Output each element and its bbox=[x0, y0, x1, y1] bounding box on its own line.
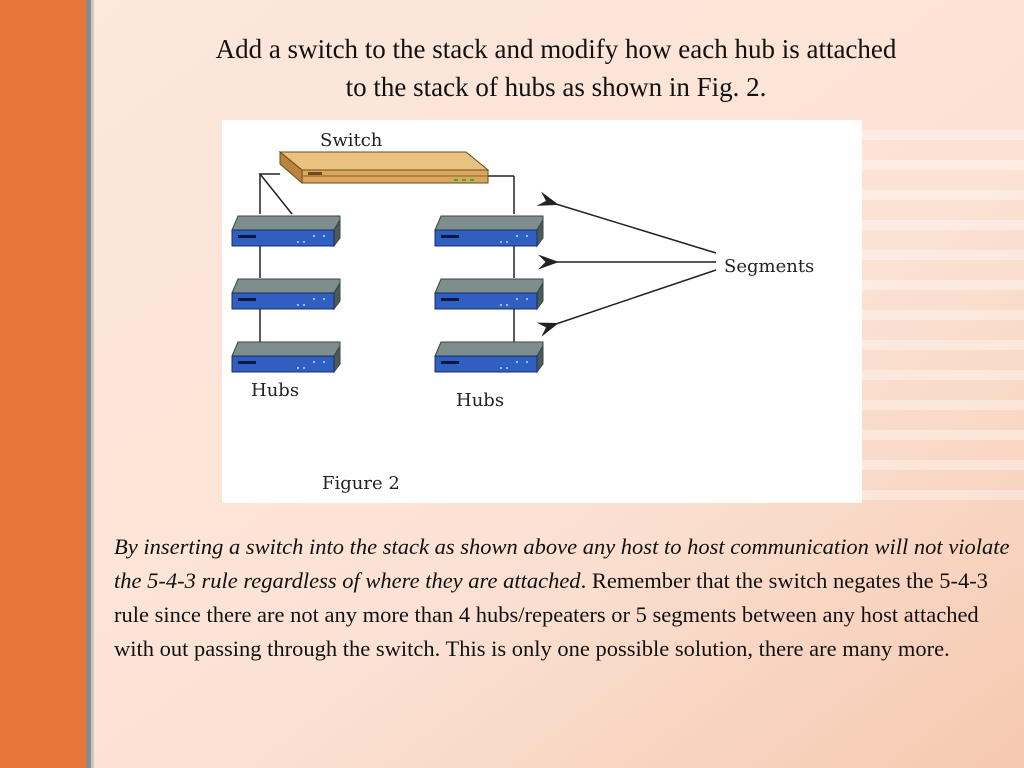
connection-lines bbox=[258, 173, 515, 342]
hub-left-2 bbox=[231, 278, 341, 310]
segment-arrows bbox=[536, 191, 717, 337]
figure-caption: Figure 2 bbox=[322, 473, 400, 494]
hub-right-1 bbox=[434, 215, 544, 247]
hub-right-3 bbox=[434, 341, 544, 373]
body-italic-text: By inserting a switch into the stack as … bbox=[114, 534, 1010, 593]
body-paragraph: By inserting a switch into the stack as … bbox=[114, 530, 1014, 666]
title-line-2: to the stack of hubs as shown in Fig. 2. bbox=[345, 72, 767, 102]
left-sidebar-bar bbox=[0, 0, 86, 768]
hubs-label-right: Hubs bbox=[456, 390, 504, 411]
switch-device bbox=[278, 150, 490, 185]
hub-left-3 bbox=[231, 341, 341, 373]
network-diagram: Switch Segments Hubs Hubs Figure 2 bbox=[222, 120, 862, 503]
hub-right-2 bbox=[434, 278, 544, 310]
hub-left-1 bbox=[231, 215, 341, 247]
title-line-1: Add a switch to the stack and modify how… bbox=[215, 34, 897, 64]
body-regular-text: . Remember that the switch negates the 5… bbox=[114, 568, 988, 661]
slide-title: Add a switch to the stack and modify how… bbox=[104, 30, 1008, 106]
hubs-label-left: Hubs bbox=[251, 380, 299, 401]
segments-label: Segments bbox=[724, 256, 814, 277]
switch-label: Switch bbox=[320, 130, 383, 151]
